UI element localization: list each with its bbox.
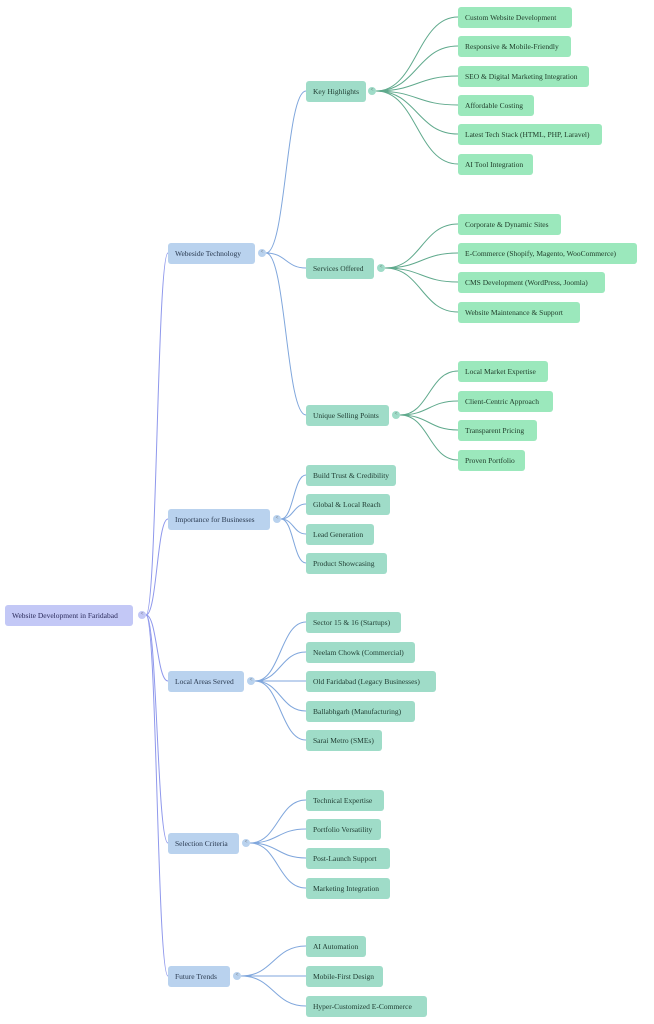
leaf-node[interactable]: Corporate & Dynamic Sites [458, 214, 561, 235]
link-l2-to-l3 [375, 16, 459, 92]
topic-node[interactable]: Build Trust & Credibility [306, 465, 397, 486]
link-l2-to-l3 [375, 90, 459, 165]
root-node[interactable]: Website Development in Faridabad [5, 605, 133, 626]
link-l1-to-l2 [249, 799, 307, 844]
leaf-node[interactable]: Transparent Pricing [458, 420, 537, 441]
link-l1-to-l2 [254, 651, 307, 682]
link-root-to-l1 [145, 518, 169, 616]
link-l1-to-l2 [280, 518, 307, 564]
leaf-node[interactable]: Local Market Expertise [458, 361, 548, 382]
branch-node[interactable]: Future Trends [168, 966, 230, 987]
link-l1-to-l2 [280, 518, 307, 535]
link-root-to-l1 [145, 252, 169, 616]
topic-node[interactable]: Post-Launch Support [306, 848, 390, 869]
collapse-toggle-branch[interactable]: < [247, 677, 255, 685]
topic-node[interactable]: Lead Generation [306, 524, 374, 545]
topic-node[interactable]: Global & Local Reach [306, 494, 390, 515]
topic-node[interactable]: Sarai Metro (SMEs) [306, 730, 382, 751]
collapse-toggle-branch[interactable]: < [242, 839, 250, 847]
leaf-node[interactable]: Affordable Costing [458, 95, 534, 116]
link-l2-to-l3 [384, 223, 459, 269]
leaf-node[interactable]: SEO & Digital Marketing Integration [458, 66, 589, 87]
link-l1-to-l2 [249, 842, 307, 859]
branch-node[interactable]: Importance for Businesses [168, 509, 270, 530]
topic-node[interactable]: Old Faridabad (Legacy Businesses) [306, 671, 436, 692]
link-l1-to-l2 [254, 680, 307, 741]
leaf-node[interactable]: AI Tool Integration [458, 154, 533, 175]
link-l1-to-l2 [249, 828, 307, 844]
leaf-node[interactable]: E-Commerce (Shopify, Magento, WooCommerc… [458, 243, 637, 264]
topic-node[interactable]: Unique Selling Points [306, 405, 389, 426]
leaf-node[interactable]: CMS Development (WordPress, Joomla) [458, 272, 605, 293]
leaf-node[interactable]: Latest Tech Stack (HTML, PHP, Laravel) [458, 124, 602, 145]
link-l1-to-l2 [240, 975, 307, 1007]
link-l2-to-l3 [384, 267, 459, 283]
link-l1-to-l2 [280, 474, 307, 520]
collapse-toggle-branch[interactable]: < [273, 515, 281, 523]
collapse-toggle-root[interactable]: < [138, 611, 146, 619]
topic-node[interactable]: Ballabhgarh (Manufacturing) [306, 701, 415, 722]
link-l1-to-l2 [254, 621, 307, 682]
link-l2-to-l3 [375, 45, 459, 92]
collapse-toggle-topic[interactable]: < [392, 411, 400, 419]
collapse-toggle-topic[interactable]: < [377, 264, 385, 272]
branch-node[interactable]: Local Areas Served [168, 671, 244, 692]
topic-node[interactable]: Marketing Integration [306, 878, 390, 899]
link-l2-to-l3 [399, 414, 459, 431]
collapse-toggle-branch[interactable]: < [233, 972, 241, 980]
link-l2-to-l3 [399, 414, 459, 461]
leaf-node[interactable]: Website Maintenance & Support [458, 302, 580, 323]
link-l1-to-l2 [249, 842, 307, 889]
leaf-node[interactable]: Client-Centric Approach [458, 391, 553, 412]
topic-node[interactable]: Hyper-Customized E-Commerce [306, 996, 427, 1017]
link-l2-to-l3 [375, 90, 459, 106]
topic-node[interactable]: Portfolio Versatility [306, 819, 381, 840]
link-l1-to-l2 [280, 503, 307, 520]
link-l2-to-l3 [384, 267, 459, 313]
link-l1-to-l2 [254, 680, 307, 712]
link-l1-to-l2 [240, 945, 307, 977]
topic-node[interactable]: Key Highlights [306, 81, 367, 102]
branch-node[interactable]: Webeside Technology [168, 243, 255, 264]
collapse-toggle-branch[interactable]: < [258, 249, 266, 257]
branch-node[interactable]: Selection Criteria [168, 833, 239, 854]
link-l1-to-l2 [265, 252, 307, 416]
topic-node[interactable]: Neelam Chowk (Commercial) [306, 642, 415, 663]
link-root-to-l1 [145, 614, 169, 977]
link-l2-to-l3 [375, 90, 459, 135]
link-l2-to-l3 [399, 400, 459, 416]
link-l2-to-l3 [375, 75, 459, 92]
topic-node[interactable]: Sector 15 & 16 (Startups) [306, 612, 401, 633]
link-l2-to-l3 [399, 370, 459, 416]
topic-node[interactable]: Product Showcasing [306, 553, 387, 574]
link-root-to-l1 [145, 614, 169, 844]
link-l2-to-l3 [384, 252, 459, 269]
link-l1-to-l2 [265, 90, 307, 254]
topic-node[interactable]: Mobile-First Design [306, 966, 383, 987]
leaf-node[interactable]: Responsive & Mobile-Friendly [458, 36, 571, 57]
link-l1-to-l2 [265, 252, 307, 269]
leaf-node[interactable]: Custom Website Development [458, 7, 572, 28]
topic-node[interactable]: AI Automation [306, 936, 366, 957]
leaf-node[interactable]: Proven Portfolio [458, 450, 525, 471]
collapse-toggle-topic[interactable]: < [368, 87, 376, 95]
link-root-to-l1 [145, 614, 169, 682]
topic-node[interactable]: Technical Expertise [306, 790, 384, 811]
topic-node[interactable]: Services Offered [306, 258, 374, 279]
